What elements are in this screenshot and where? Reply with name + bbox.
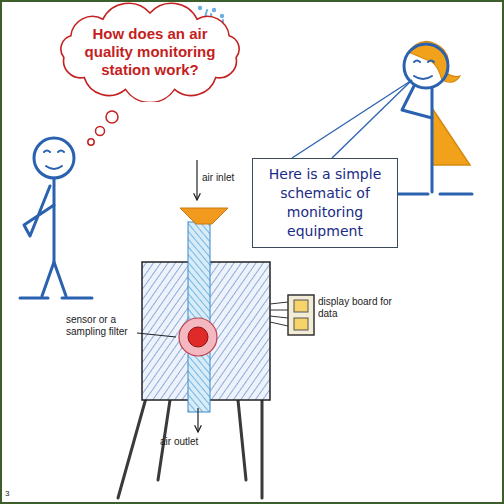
part-label: air inlet xyxy=(202,172,262,184)
part-label: display board for data xyxy=(318,296,410,320)
sensor-core xyxy=(188,327,208,347)
question-text: How does an air quality monitoring stati… xyxy=(75,25,225,79)
leader-line xyxy=(137,333,176,337)
stick-figure-left xyxy=(20,138,92,298)
part-label: air outlet xyxy=(160,436,230,448)
sensor-ring xyxy=(179,318,217,356)
inlet-arrow xyxy=(196,160,197,200)
stand-legs xyxy=(118,398,262,498)
callout-text: Here is a simple schematic of monitoring… xyxy=(260,165,390,241)
part-label: sensor or a sampling filter xyxy=(66,314,138,338)
display-board xyxy=(270,295,314,335)
page-number: 3 xyxy=(5,489,25,499)
speech-callout: Here is a simple schematic of monitoring… xyxy=(252,158,398,248)
air-tube xyxy=(188,222,210,412)
inlet-funnel xyxy=(180,208,228,224)
cloud-shape xyxy=(61,3,239,102)
outlet-arrow xyxy=(197,408,198,432)
thought-cloud: How does an air quality monitoring stati… xyxy=(52,2,248,102)
stick-figure-right xyxy=(398,41,472,194)
thought-bubbles xyxy=(88,111,118,145)
callout-tail xyxy=(292,80,412,158)
